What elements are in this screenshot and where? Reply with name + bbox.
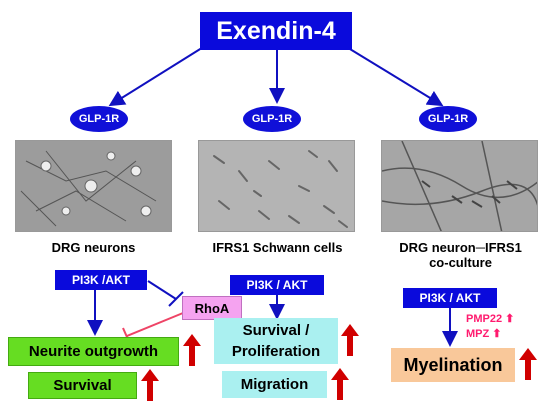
receptor-left-label: GLP-1R <box>78 113 120 125</box>
receptor-right-label: GLP-1R <box>427 113 469 125</box>
proliferation-line: Proliferation <box>231 343 321 360</box>
neurite-outgrowth-box: Neurite outgrowth <box>8 337 179 366</box>
marker-pmp22: PMP22 ⬆ <box>466 313 515 325</box>
receptor-center: GLP-1R <box>243 106 301 132</box>
exendin-title-box: Exendin-4 <box>200 12 352 50</box>
receptor-right: GLP-1R <box>419 106 477 132</box>
label-co-culture-line1: DRG neuron─IFRS1 <box>399 240 522 255</box>
inhibit-rhoa-neurite <box>126 312 184 337</box>
marker-mpz: MPZ ⬆ <box>466 328 502 340</box>
receptor-left: GLP-1R <box>70 106 128 132</box>
pathway-left: PI3K /AKT <box>55 270 147 290</box>
migration-box: Migration <box>222 371 327 398</box>
arrow-title-to-right-receptor <box>344 45 444 107</box>
survival-line: Survival / <box>242 322 310 339</box>
up-arrow-neurite-icon <box>183 334 201 366</box>
pathway-right: PI3K / AKT <box>403 288 497 308</box>
label-co-culture-line2: co-culture <box>429 255 492 270</box>
arrow-title-to-left-receptor <box>108 45 206 107</box>
up-arrow-migration-icon <box>331 368 349 400</box>
up-arrow-survival-icon <box>141 369 159 401</box>
survival-box: Survival <box>28 372 137 399</box>
rhoa-box: RhoA <box>182 296 242 320</box>
inhibit-pi3k-rhoa <box>147 280 177 300</box>
label-schwann-cells: IFRS1 Schwann cells <box>212 240 343 255</box>
exendin-title: Exendin-4 <box>216 16 336 45</box>
micrograph-co-culture <box>381 140 538 232</box>
inhibit-pi3k-rhoa-bar <box>168 291 184 307</box>
label-co-culture: DRG neuron─IFRS1 co-culture <box>378 240 543 270</box>
pathway-center: PI3K / AKT <box>230 275 324 295</box>
myelination-box: Myelination <box>391 348 515 382</box>
up-arrow-myelination-icon <box>519 348 537 380</box>
micrograph-drg-neurons <box>15 140 172 232</box>
micrograph-schwann-cells <box>198 140 355 232</box>
survival-proliferation-box: Survival / Proliferation <box>214 318 338 364</box>
receptor-center-label: GLP-1R <box>251 113 293 125</box>
label-drg-neurons: DRG neurons <box>51 240 136 255</box>
up-arrow-proliferation-icon <box>341 324 359 356</box>
